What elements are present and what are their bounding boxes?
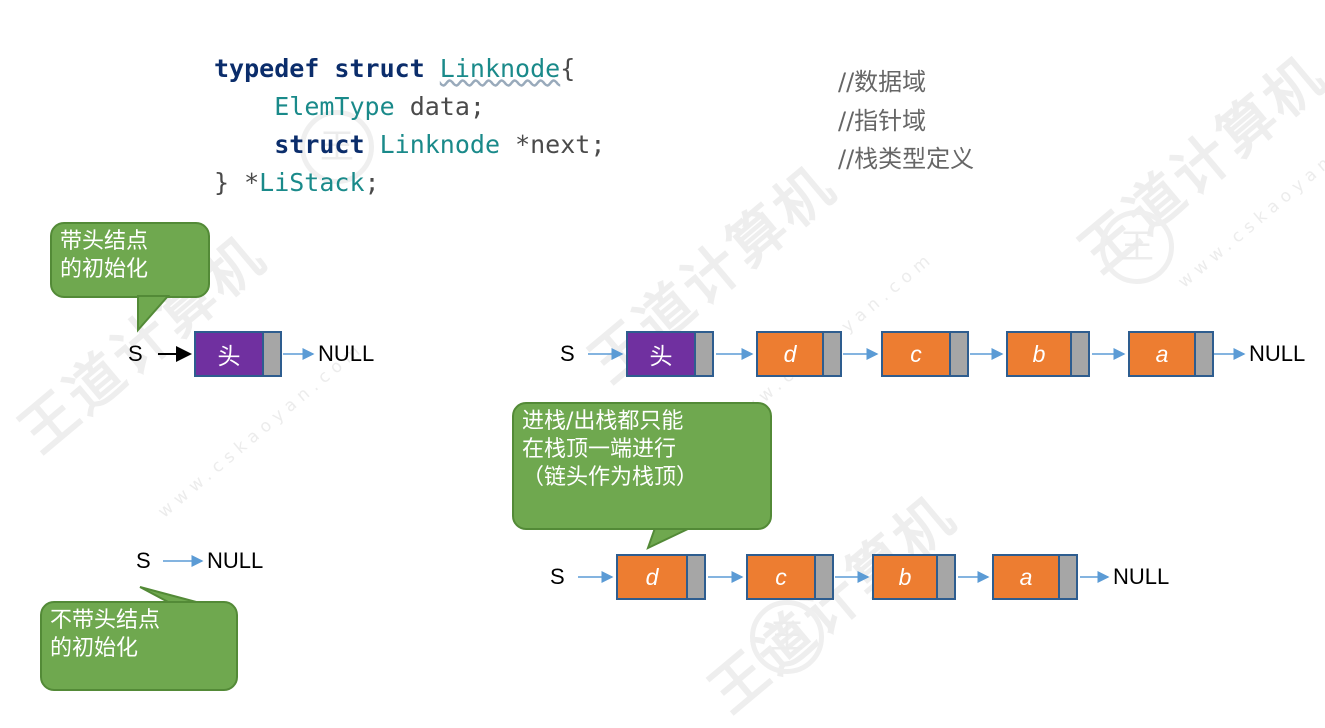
list-node-c: c: [881, 331, 969, 377]
nohead-node-c: c: [746, 554, 834, 600]
null-label-list-head: NULL: [1249, 341, 1306, 366]
list-node-d: d: [756, 331, 842, 377]
comment-stack-type: //栈类型定义: [838, 145, 975, 173]
nohead-node-a: a: [992, 554, 1078, 600]
s-label-list-nohead: S: [550, 564, 565, 589]
code-line-3: struct Linknode *next;: [274, 130, 606, 159]
list-node-a: a: [1128, 331, 1214, 377]
list-node-c-data: c: [881, 331, 949, 377]
nohead-node-b-data: b: [872, 554, 936, 600]
head-node-init: 头: [194, 331, 282, 377]
callout-no-head-init-line2: 的初始化: [50, 636, 139, 661]
nohead-node-d: d: [616, 554, 706, 600]
list-node-c-pointer: [949, 331, 969, 377]
nohead-node-d-pointer: [686, 554, 706, 600]
list-node-d-pointer: [822, 331, 842, 377]
callout-no-head-init: 不带头结点 的初始化: [40, 601, 238, 691]
list-head-node-pointer: [694, 331, 714, 377]
head-node-pointer: [262, 331, 282, 377]
callout-tails: [137, 295, 691, 604]
s-label-empty: S: [136, 548, 151, 573]
null-label-init-head: NULL: [318, 341, 375, 366]
nohead-node-d-data: d: [616, 554, 686, 600]
callout-head-init-line1: 带头结点: [60, 229, 149, 254]
nohead-node-c-data: c: [746, 554, 814, 600]
list-node-a-pointer: [1194, 331, 1214, 377]
nohead-node-b-pointer: [936, 554, 956, 600]
list-node-b-pointer: [1070, 331, 1090, 377]
nohead-node-a-pointer: [1058, 554, 1078, 600]
comment-data-field: //数据域: [838, 68, 927, 96]
callout-head-init-line2: 的初始化: [60, 257, 149, 282]
list-node-b-data: b: [1006, 331, 1070, 377]
head-node-data: 头: [194, 331, 262, 377]
nohead-node-b: b: [872, 554, 956, 600]
callout-head-init: 带头结点 的初始化: [50, 222, 210, 298]
code-line-2: ElemType data;: [274, 92, 485, 121]
code-line-4: } *LiStack;: [214, 168, 380, 197]
callout-stack-note: 进栈/出栈都只能 在栈顶一端进行 （链头作为栈顶）: [512, 402, 772, 530]
callout-stack-note-line1: 进栈/出栈都只能: [522, 409, 684, 434]
pointer-arrows: [158, 346, 1246, 583]
list-head-node: 头: [626, 331, 714, 377]
callout-stack-note-line3: （链头作为栈顶）: [522, 465, 699, 490]
list-node-b: b: [1006, 331, 1090, 377]
callout-stack-note-line2: 在栈顶一端进行: [522, 437, 677, 462]
comment-pointer-field: //指针域: [838, 107, 927, 135]
list-node-d-data: d: [756, 331, 822, 377]
null-label-empty: NULL: [207, 548, 264, 573]
nohead-node-a-data: a: [992, 554, 1058, 600]
callout-no-head-init-line1: 不带头结点: [50, 608, 161, 633]
list-node-a-data: a: [1128, 331, 1194, 377]
s-label-list-head: S: [560, 341, 575, 366]
null-label-list-nohead: NULL: [1113, 564, 1170, 589]
code-line-1: typedef struct Linknode{: [214, 54, 576, 83]
code-block: typedef struct Linknode{ ElemType data; …: [214, 12, 605, 202]
s-label-init-head: S: [128, 341, 143, 366]
list-head-node-data: 头: [626, 331, 694, 377]
nohead-node-c-pointer: [814, 554, 834, 600]
